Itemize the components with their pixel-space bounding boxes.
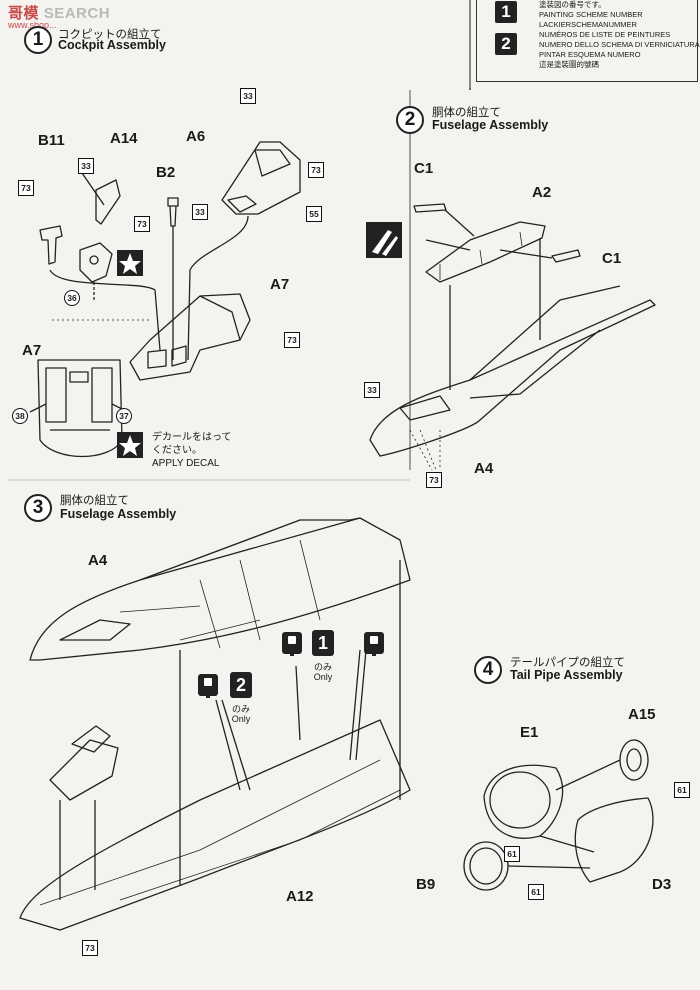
part-label-a7: A7 — [270, 276, 290, 293]
step-3-title-en: Fuselage Assembly — [60, 507, 177, 521]
part-label-a14: A14 — [110, 130, 138, 147]
watermark-url: www.shop... — [8, 20, 57, 30]
part-label-c1: C1 — [414, 160, 434, 177]
paint-code: 73 — [308, 162, 324, 178]
legend-line: PAINTING SCHEME NUMBER — [539, 10, 643, 19]
legend-line: 塗装図の番号です。 — [539, 0, 606, 9]
legend-line: LACKIERSCHEMANUMMER — [539, 20, 637, 29]
part-label-a15: A15 — [628, 706, 656, 723]
decal-number: 38 — [12, 408, 28, 424]
part-label-b9: B9 — [416, 876, 436, 893]
paint-code: 33 — [364, 382, 380, 398]
decal-note-jp-1: デカールをはって — [152, 432, 232, 443]
only-label-en: Only — [231, 714, 251, 724]
watermark: 哥模 SEARCH — [8, 2, 110, 23]
legend-line: PINTAR ESQUEMA NUMERO — [539, 50, 641, 59]
part-label-a4: A4 — [474, 460, 494, 477]
step-2-title-jp: 胴体の組立て — [432, 107, 501, 119]
step-2-title-en: Fuselage Assembly — [432, 118, 549, 132]
part-label-b2: B2 — [156, 164, 176, 181]
watermark-brand: SEARCH — [43, 5, 111, 22]
step-3-title-jp: 胴体の組立て — [60, 495, 129, 507]
part-label-d3: D3 — [652, 876, 672, 893]
step-4-title-en: Tail Pipe Assembly — [510, 668, 623, 682]
decal-note-jp-2: ください。 — [152, 445, 202, 456]
step-1-title-jp: コクピットの組立て — [58, 29, 162, 41]
part-label-a7-panel: A7 — [22, 342, 42, 359]
pin-icon — [198, 674, 218, 698]
step-4-title-jp: テールパイプの組立て — [510, 657, 625, 669]
paint-code: 73 — [284, 332, 300, 348]
part-label-c1-right: C1 — [602, 250, 622, 267]
part-label-e1: E1 — [520, 724, 539, 741]
paint-code: 55 — [306, 206, 322, 222]
paint-code: 73 — [426, 472, 442, 488]
painting-scheme-legend: 1 2 塗装図の番号です。 PAINTING SCHEME NUMBER LAC… — [476, 0, 700, 82]
part-label-a4-step3: A4 — [88, 552, 108, 569]
step-1-number: 1 — [24, 26, 52, 54]
step-3-number: 3 — [24, 494, 52, 522]
decal-note-en: APPLY DECAL — [152, 458, 220, 469]
part-label-a12: A12 — [286, 888, 314, 905]
legend-line: NUMÉROS DE LISTE DE PEINTURES — [539, 30, 671, 39]
paint-code: 61 — [504, 846, 520, 862]
pin-icon — [364, 632, 384, 656]
pin-icon — [282, 632, 302, 656]
only-label-jp: のみ — [313, 662, 332, 672]
paint-code: 33 — [78, 158, 94, 174]
decal-number: 36 — [64, 290, 80, 306]
step-4-number: 4 — [474, 656, 502, 684]
part-label-a2: A2 — [532, 184, 552, 201]
scheme-badge-1: 1 — [495, 1, 517, 23]
scheme-badge-2: 2 — [495, 33, 517, 55]
decal-number: 37 — [116, 408, 132, 424]
legend-line: NUMERO DELLO SCHEMA DI VERNICIATURA — [539, 40, 700, 49]
legend-line: 這是塗裝圖的號碼 — [539, 60, 599, 69]
paint-code: 33 — [240, 88, 256, 104]
scheme-only-badge-1: 1 — [312, 630, 334, 656]
paint-code: 73 — [82, 940, 98, 956]
step-2-number: 2 — [396, 106, 424, 134]
paint-code: 61 — [674, 782, 690, 798]
paint-code: 61 — [528, 884, 544, 900]
step-1-title-en: Cockpit Assembly — [58, 38, 166, 52]
part-label-b11: B11 — [38, 132, 65, 149]
scheme-only-badge-2: 2 — [230, 672, 252, 698]
paint-code: 73 — [18, 180, 34, 196]
only-label-jp: のみ — [231, 704, 250, 714]
only-label-en: Only — [313, 672, 333, 682]
watermark-mark: 哥模 — [8, 5, 40, 22]
paint-code: 33 — [192, 204, 208, 220]
paint-code: 73 — [134, 216, 150, 232]
part-label-a6: A6 — [186, 128, 206, 145]
